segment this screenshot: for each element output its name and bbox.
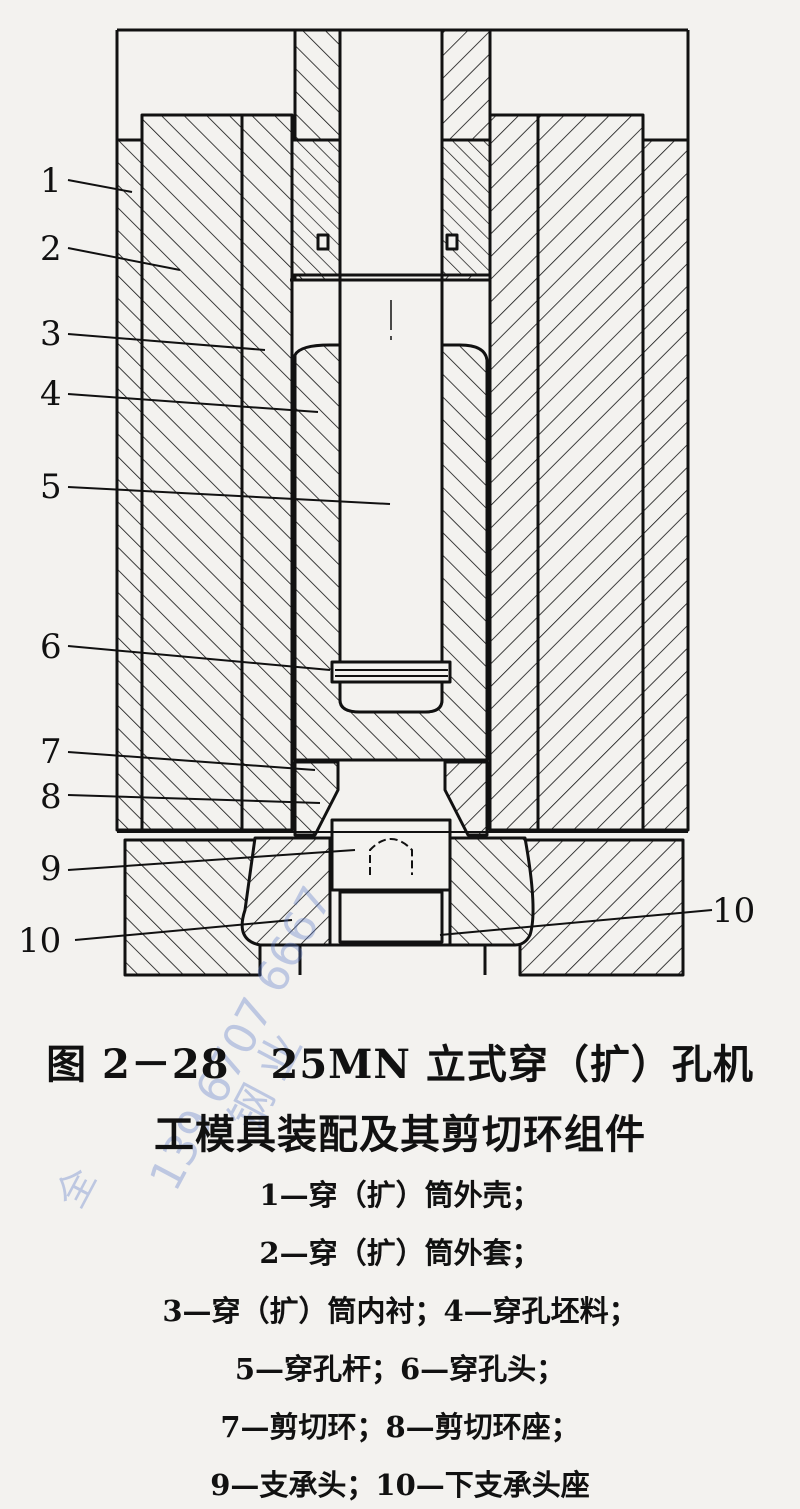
legend-line-2: 2—穿（扩）筒外套； [259, 1236, 541, 1270]
label-9: 9 [40, 849, 62, 889]
base-right [518, 838, 685, 977]
leader-2 [67, 247, 181, 271]
ram-gland-left [290, 138, 344, 277]
seal-right [445, 233, 459, 251]
leader-10-right [439, 909, 713, 936]
piercing-head [330, 660, 452, 684]
inner-liner-right [488, 113, 540, 832]
label-3: 3 [40, 314, 62, 354]
legend-line-3: 3—穿（扩）筒内衬；4—穿孔坯料； [162, 1294, 638, 1328]
leader-9 [67, 849, 356, 871]
label-1: 1 [40, 161, 62, 201]
leader-10-left [74, 919, 293, 941]
lower-seat-left [240, 836, 332, 947]
leader-7 [67, 751, 316, 771]
lower-seat-right [448, 836, 535, 947]
figure-title: 图 2－28 25MN 立式穿（扩）孔机 [46, 1041, 754, 1088]
outer-sleeve-left [140, 113, 244, 832]
support-head [330, 818, 452, 892]
outer-sleeve-right [536, 113, 645, 832]
leader-6 [67, 645, 331, 671]
leader-5 [67, 486, 391, 505]
legend-line-1: 1—穿（扩）筒外壳； [259, 1178, 541, 1212]
leader-4 [67, 393, 319, 413]
leader-8 [67, 794, 321, 804]
outer-housing-right [641, 138, 690, 832]
label-6: 6 [40, 627, 62, 667]
label-10-left: 10 [18, 921, 61, 961]
label-8: 8 [40, 777, 62, 817]
legend-line-6: 9—支承头；10—下支承头座 [210, 1468, 590, 1502]
base-left [123, 838, 262, 977]
label-5: 5 [40, 467, 62, 507]
figure-title-line2: 工模具装配及其剪切环组件 [154, 1111, 646, 1158]
shear-ring-seat-left [293, 760, 340, 837]
label-7: 7 [40, 732, 62, 772]
outer-housing-left [115, 138, 144, 832]
inner-liner-left [240, 113, 294, 832]
label-2: 2 [40, 229, 62, 269]
shear-ring-seat-right [443, 760, 489, 837]
seal-left [316, 233, 330, 251]
legend-line-5: 7—剪切环；8—剪切环座； [220, 1410, 580, 1444]
legend-line-4: 5—穿孔杆；6—穿孔头； [234, 1352, 566, 1386]
assembly-drawing: 1 2 3 4 5 6 7 8 9 10 10 [18, 28, 755, 977]
label-4: 4 [40, 374, 62, 414]
label-10-right: 10 [712, 891, 755, 931]
leader-3 [67, 333, 266, 351]
ram-gland-right [440, 138, 492, 277]
leader-1 [67, 179, 133, 193]
